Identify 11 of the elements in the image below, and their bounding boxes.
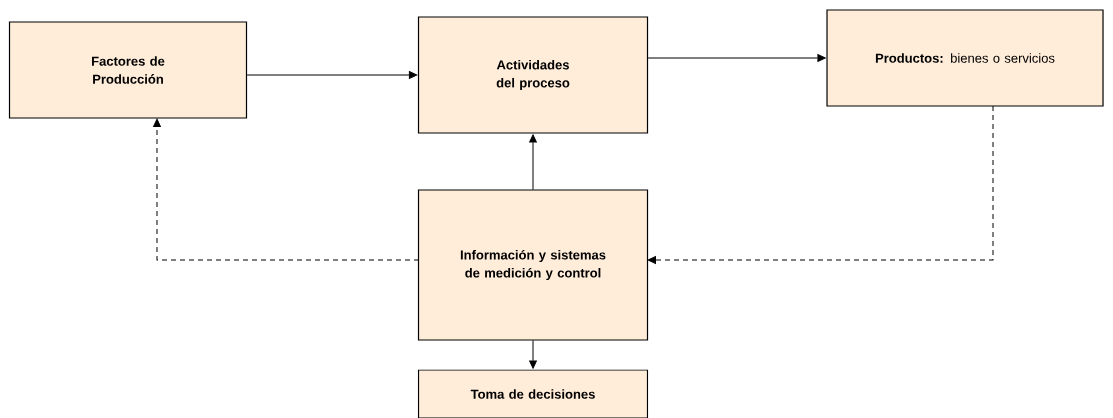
arrow	[153, 118, 420, 261]
process-box: Productos: bienes o servicios	[826, 9, 1104, 107]
process-box: Información y sistemas de medición y control	[417, 189, 649, 341]
arrow	[647, 54, 826, 62]
arrow	[647, 105, 994, 264]
process-box: Factores de Producción	[8, 21, 248, 119]
arrow	[529, 340, 537, 369]
arrow	[246, 71, 418, 79]
process-box: Toma de decisiones	[417, 369, 649, 418]
process-box: Actividades del proceso	[417, 16, 649, 134]
arrow	[529, 134, 537, 190]
